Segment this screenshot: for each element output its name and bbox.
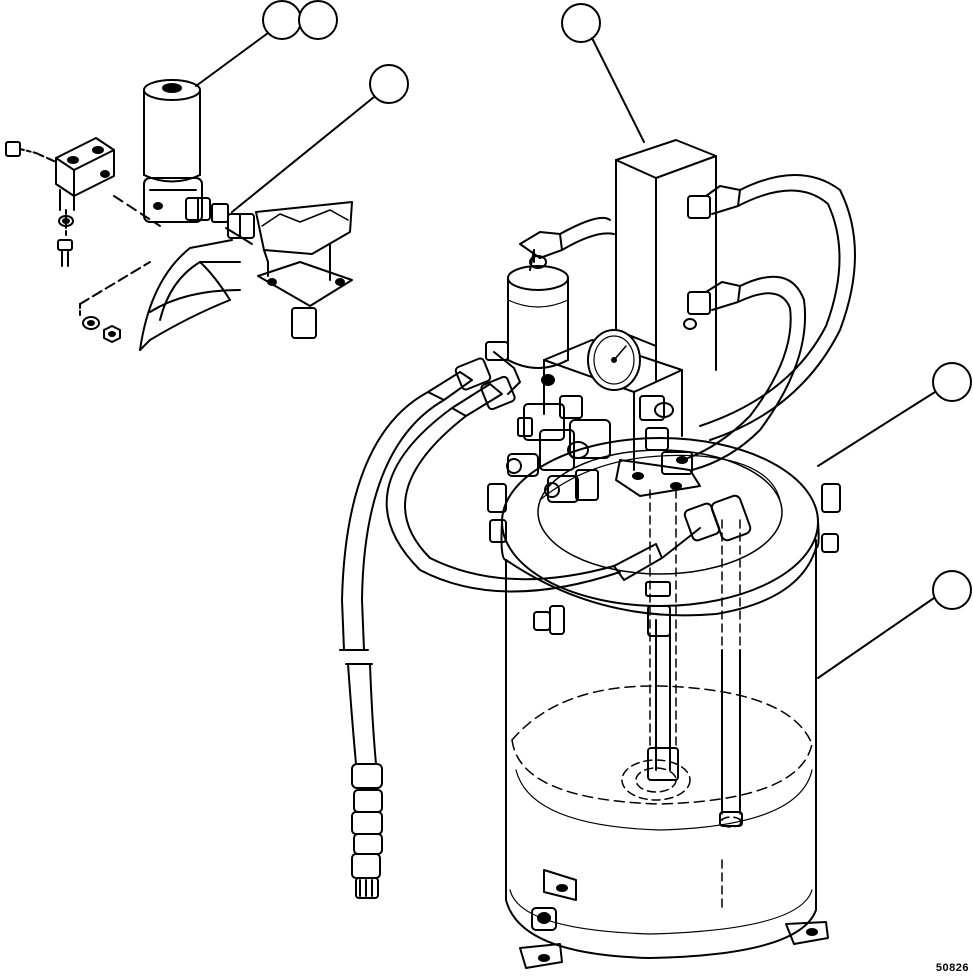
mounting-bracket <box>55 137 115 211</box>
solenoid-coil <box>143 79 203 223</box>
pump-head-cutaway <box>255 201 353 339</box>
hose-long-return <box>339 391 445 899</box>
cover-clamps <box>487 483 841 637</box>
fluid-level-back <box>511 685 813 745</box>
hex-nut-pair <box>79 261 151 343</box>
hose-cover-loop <box>385 407 701 593</box>
figure-id-label: 50826 <box>935 962 969 974</box>
filter-canister <box>507 249 569 369</box>
leader-tank-cover <box>817 391 936 467</box>
tank-label-plate <box>543 869 577 901</box>
fluid-level-front <box>511 739 813 805</box>
solenoid-valve-inset <box>5 79 353 351</box>
drain-plug <box>531 907 557 931</box>
screw-upper <box>5 141 57 163</box>
quick-couplers <box>427 357 752 581</box>
hex-fitting <box>185 197 255 245</box>
tank-bottom-edge <box>505 899 817 959</box>
leader-fitting <box>231 96 375 213</box>
callout-solenoid-b[interactable] <box>298 0 338 40</box>
callout-tank-cover[interactable] <box>932 362 972 402</box>
screw-lower <box>57 209 73 267</box>
reservoir-tank <box>487 437 841 969</box>
tank-feet <box>519 921 829 969</box>
assembly-line <box>113 195 161 227</box>
pressure-gauge <box>587 329 641 391</box>
callout-reservoir-tank[interactable] <box>932 570 972 610</box>
leader-solenoid <box>195 32 269 87</box>
leader-reservoir-tank <box>817 597 935 679</box>
curved-elbow-pipe <box>139 239 241 351</box>
leader-pump-motor <box>591 37 645 143</box>
callouts <box>195 0 972 679</box>
callout-pump-motor[interactable] <box>561 3 601 43</box>
hose-filter-feed <box>529 216 615 271</box>
return-tube <box>647 619 743 827</box>
callout-fitting[interactable] <box>369 64 409 104</box>
pump-motor-assembly <box>427 139 752 581</box>
valve-cartridges <box>506 395 693 503</box>
hose-upper-loop <box>699 174 856 441</box>
hydraulic-hoses <box>339 174 856 899</box>
hose-mid-loop <box>687 275 807 471</box>
